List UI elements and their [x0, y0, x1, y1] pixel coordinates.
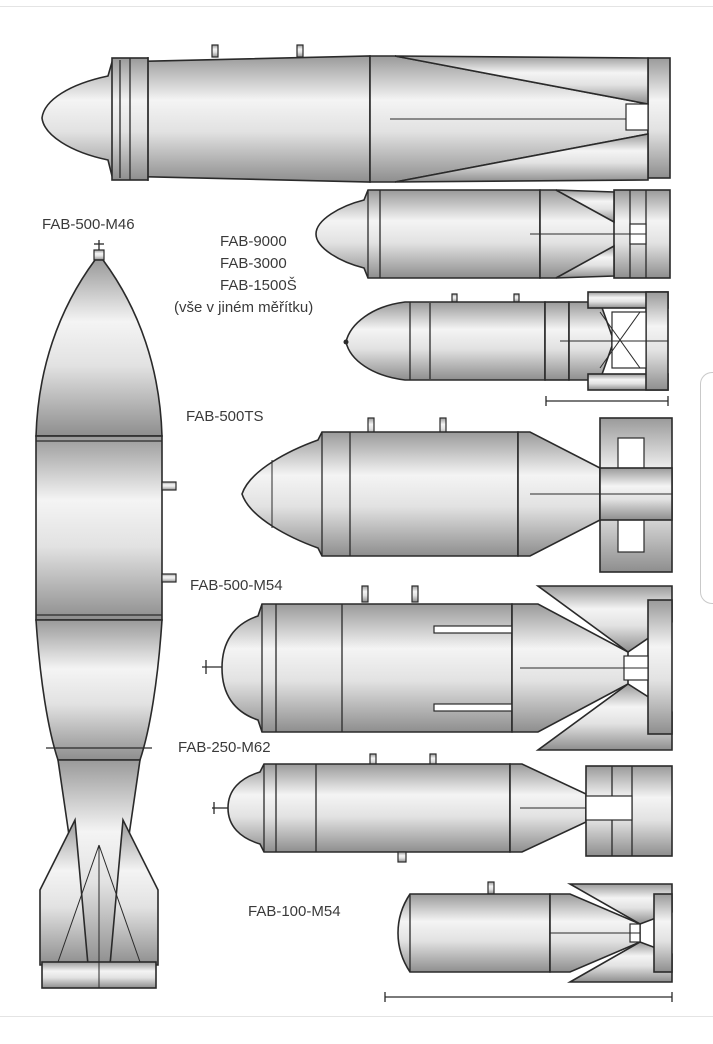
bomb-fab-1500 — [343, 291, 669, 391]
label-fab-250-m62: FAB-250-M62 — [178, 739, 271, 756]
bomb-fab-250-m62 — [212, 753, 673, 863]
scroll-handle[interactable] — [700, 372, 713, 604]
label-fab-1500: FAB-1500Š — [220, 277, 297, 294]
bomb-fab-9000 — [41, 44, 671, 183]
label-fab-100-m54: FAB-100-M54 — [248, 903, 341, 920]
label-fab-3000: FAB-3000 — [220, 255, 287, 272]
label-fab-9000: FAB-9000 — [220, 233, 287, 250]
bomb-fab-3000 — [315, 189, 671, 279]
top-divider — [0, 6, 713, 7]
label-scale-note: (vše v jiném měřítku) — [174, 299, 313, 316]
label-fab-500ts: FAB-500TS — [186, 408, 264, 425]
bomb-fab-500-m46 — [35, 240, 177, 989]
label-fab-500-m54: FAB-500-M54 — [190, 577, 283, 594]
bomb-fab-500-m54 — [202, 585, 673, 751]
bomb-fab-100-m54 — [397, 881, 673, 983]
bottom-divider — [0, 1016, 713, 1017]
bomb-fab-500ts — [241, 417, 673, 573]
label-fab-500-m46: FAB-500-M46 — [42, 216, 135, 233]
